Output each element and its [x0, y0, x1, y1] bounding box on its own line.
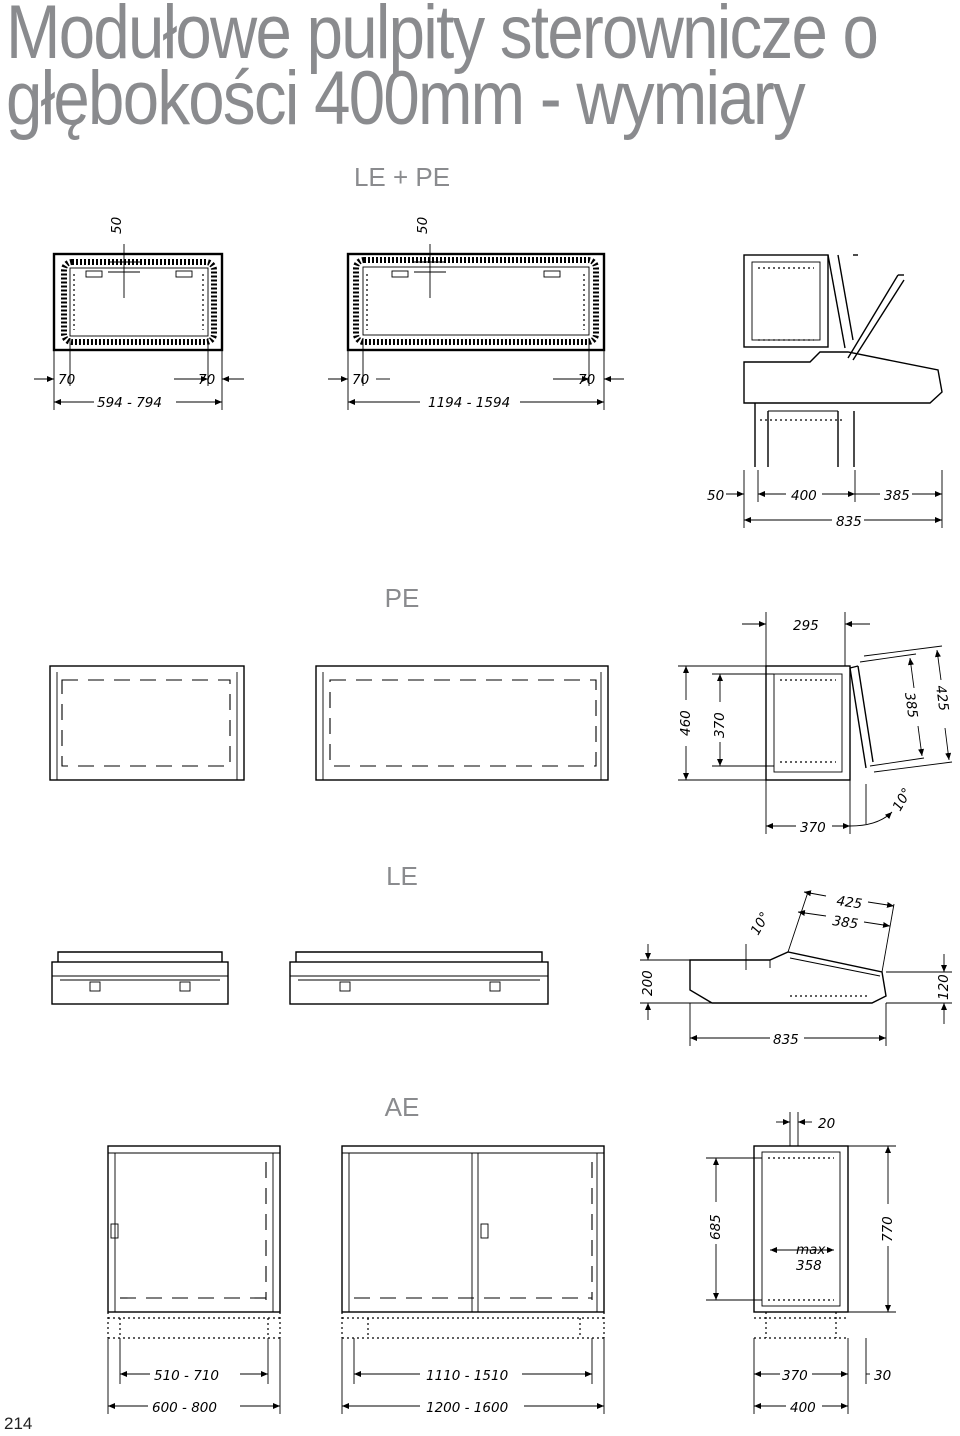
dim-le-pe-width-large: 1194 - 1594	[428, 395, 510, 411]
pe-front-large	[315, 665, 609, 781]
dim-ae-20: 20	[818, 1116, 835, 1132]
le-front-small	[51, 951, 229, 1005]
dim-le-pe-top-50-a: 50	[109, 217, 125, 234]
section-label-le-pe: LE + PE	[353, 162, 451, 192]
dim-pe-295: 295	[793, 618, 819, 634]
dim-le-120: 120	[936, 974, 952, 1000]
dim-le-pe-70-b: 70	[198, 372, 215, 388]
dim-ae-width-large-outer: 1200 - 1600	[426, 1400, 508, 1416]
dim-pe-425: 425	[932, 684, 951, 712]
title-line-1: Modułowe pulpity sterownicze o	[6, 0, 879, 75]
le-pe-side-dimensions	[726, 470, 943, 528]
dim-le-pe-70-a: 70	[58, 372, 75, 388]
dim-le-pe-70-d: 70	[578, 372, 595, 388]
dim-le-pe-side-835: 835	[836, 514, 862, 530]
dim-pe-460: 460	[678, 710, 694, 736]
le-dimensions	[640, 890, 952, 1046]
dim-le-pe-side-50: 50	[707, 488, 724, 504]
page-title: Modułowe pulpity sterownicze o głębokośc…	[6, 0, 879, 137]
section-label-pe: PE	[384, 583, 420, 613]
le-pe-front-small	[52, 244, 224, 352]
title-line-2: głębokości 400mm - wymiary	[6, 56, 806, 141]
le-pe-side-view	[743, 254, 943, 467]
dim-ae-max-value: 358	[796, 1258, 822, 1274]
dim-ae-side-400: 400	[790, 1400, 816, 1416]
dim-le-425: 425	[835, 893, 863, 912]
le-side-view	[689, 891, 895, 1004]
dim-ae-side-370: 370	[782, 1368, 808, 1384]
dim-ae-max: max	[796, 1242, 826, 1258]
pe-dimensions	[678, 612, 953, 834]
dim-le-angle: 10°	[748, 909, 774, 938]
dim-le-pe-top-50-b: 50	[415, 217, 431, 234]
le-pe-dimensions	[34, 338, 624, 410]
page-number: 214	[4, 1414, 33, 1433]
dim-pe-370-h: 370	[800, 820, 826, 836]
ae-dimensions	[107, 1112, 896, 1414]
ae-side-view	[753, 1145, 849, 1339]
le-front-large	[289, 951, 549, 1005]
dim-ae-770: 770	[880, 1216, 896, 1242]
section-label-ae: AE	[384, 1092, 420, 1122]
ae-front-small	[107, 1145, 281, 1339]
dim-pe-angle: 10°	[890, 785, 916, 814]
pe-side-view	[765, 665, 874, 781]
dim-pe-385: 385	[901, 691, 920, 719]
dim-ae-685: 685	[708, 1214, 724, 1240]
dim-le-385: 385	[831, 913, 859, 932]
le-pe-front-large	[346, 244, 606, 352]
dim-ae-side-30: 30	[874, 1368, 891, 1384]
dim-le-pe-side-385: 385	[884, 488, 910, 504]
pe-front-small	[49, 665, 245, 781]
dim-pe-370-v: 370	[712, 712, 728, 738]
dim-le-835: 835	[773, 1032, 799, 1048]
dim-le-pe-70-c: 70	[352, 372, 369, 388]
dim-le-pe-side-400: 400	[791, 488, 817, 504]
dim-le-200: 200	[640, 970, 656, 996]
dim-ae-width-large-inner: 1110 - 1510	[426, 1368, 508, 1384]
dim-le-pe-width-small: 594 - 794	[97, 395, 162, 411]
dim-ae-width-small-inner: 510 - 710	[154, 1368, 219, 1384]
section-label-le: LE	[386, 861, 418, 891]
dim-ae-width-small-outer: 600 - 800	[152, 1400, 217, 1416]
ae-front-large	[341, 1145, 605, 1339]
